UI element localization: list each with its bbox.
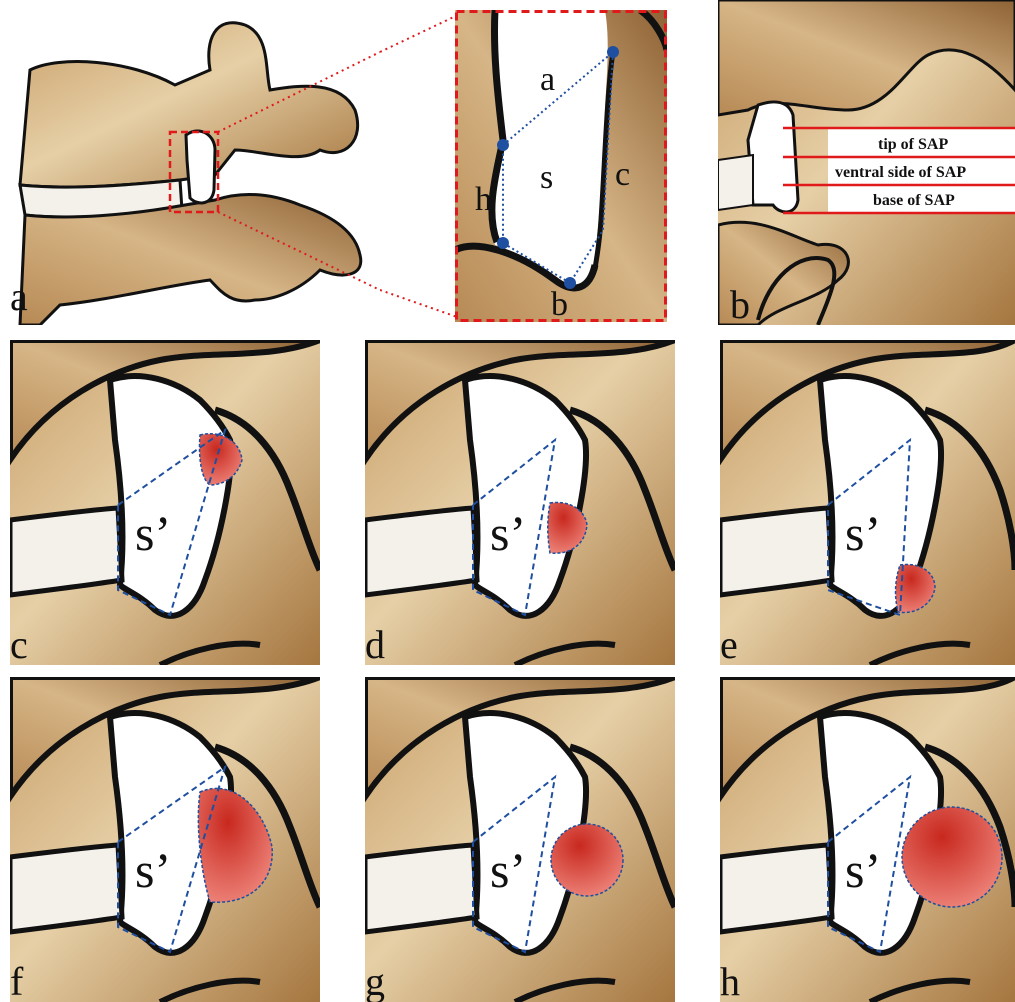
lesion xyxy=(551,824,623,896)
panel-letter: b xyxy=(730,282,750,325)
region-label: s’ xyxy=(845,505,881,561)
panel-letter: c xyxy=(10,622,28,665)
disc-left xyxy=(720,845,832,932)
panel-letter: e xyxy=(720,622,738,665)
landmark-dot xyxy=(497,139,509,151)
lesion xyxy=(902,807,1002,907)
panel-letter: h xyxy=(720,959,740,1002)
panel-letter: d xyxy=(365,622,385,665)
zoom-connectors xyxy=(380,0,460,325)
region-label: s’ xyxy=(490,842,526,898)
landmark-dot xyxy=(497,237,509,249)
label-h: h xyxy=(475,181,492,218)
disc-left xyxy=(10,845,122,932)
panel-c: s’ c xyxy=(10,340,320,665)
disc-left xyxy=(365,508,477,595)
panel-b: tip of SAP ventral side of SAP base of S… xyxy=(718,0,1015,325)
label-tip-of-sap: tip of SAP xyxy=(878,136,948,153)
panel-g: s’ g xyxy=(365,677,675,1002)
inset-sap-white xyxy=(491,10,608,290)
region-label: s’ xyxy=(135,842,171,898)
region-label: s’ xyxy=(135,505,171,561)
panel-letter: f xyxy=(10,959,24,1002)
panel-letter: g xyxy=(365,959,385,1002)
panel-d: s’ d xyxy=(365,340,675,665)
region-label: s’ xyxy=(845,842,881,898)
panel-inset: a h s c b xyxy=(455,10,667,322)
label-c: c xyxy=(615,156,630,193)
panel-h: s’ h xyxy=(720,677,1015,1002)
panel-letter: a xyxy=(10,274,28,319)
disc-left xyxy=(365,845,477,932)
panel-f: s’ f xyxy=(10,677,320,1002)
panel-a: a xyxy=(0,0,380,325)
label-base-of-sap: base of SAP xyxy=(873,192,955,209)
disc-left xyxy=(10,508,122,595)
label-b: b xyxy=(551,286,568,322)
label-ventral-side-of-sap: ventral side of SAP xyxy=(835,164,966,181)
region-label: s’ xyxy=(490,505,526,561)
panel-e: s’ e xyxy=(720,340,1015,665)
sap-process xyxy=(186,131,215,203)
panel-b-disc xyxy=(718,155,753,210)
label-a: a xyxy=(540,61,555,98)
label-s: s xyxy=(540,159,553,196)
landmark-dot xyxy=(607,46,619,58)
disc-left xyxy=(720,508,832,595)
